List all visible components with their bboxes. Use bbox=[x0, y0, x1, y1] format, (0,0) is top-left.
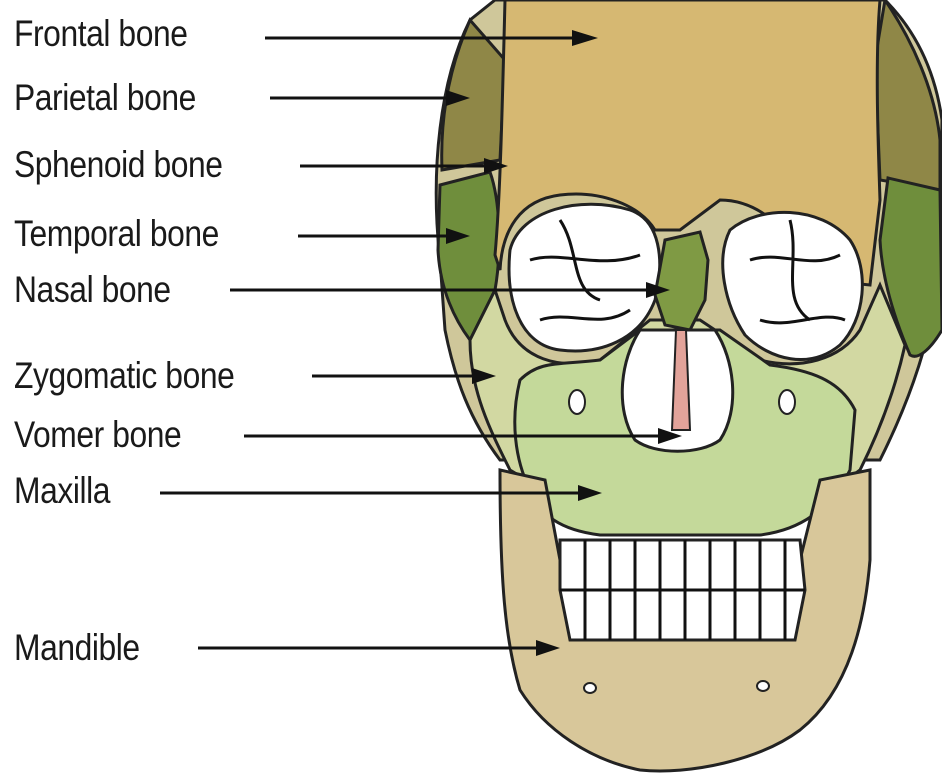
label-maxilla: Maxilla bbox=[14, 471, 110, 511]
label-nasal-bone: Nasal bone bbox=[14, 270, 171, 310]
label-vomer-bone: Vomer bone bbox=[14, 415, 181, 455]
infraorbital-foramen-right bbox=[779, 390, 795, 414]
label-temporal-bone: Temporal bone bbox=[14, 214, 219, 254]
label-frontal-bone: Frontal bone bbox=[14, 14, 188, 54]
label-parietal-bone: Parietal bone bbox=[14, 78, 196, 118]
orbit-left bbox=[509, 204, 660, 351]
vomer-bone bbox=[672, 330, 690, 430]
label-zygomatic-bone: Zygomatic bone bbox=[14, 356, 234, 396]
label-sphenoid-bone: Sphenoid bone bbox=[14, 145, 223, 185]
mental-foramen-right bbox=[757, 681, 769, 691]
infraorbital-foramen-left bbox=[569, 390, 585, 414]
mental-foramen-left bbox=[584, 683, 596, 693]
label-mandible: Mandible bbox=[14, 628, 140, 668]
